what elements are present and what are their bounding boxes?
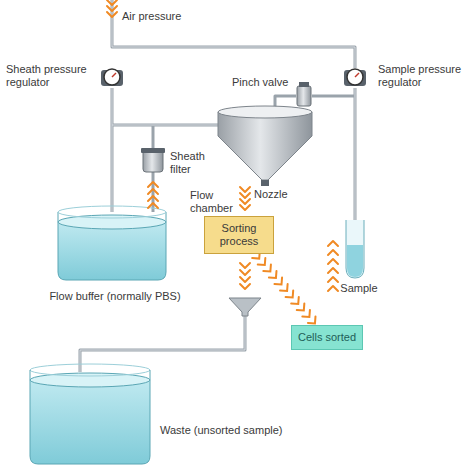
process-box: Sorting process [204, 216, 274, 254]
part-label: Flow buffer (normally PBS) [40, 290, 190, 303]
part-label: Sample [334, 282, 384, 295]
flow-chevron [240, 284, 250, 289]
flow-chevron [240, 187, 250, 192]
flow-chevron [302, 310, 313, 320]
part-label: Sheath pressure regulator [6, 63, 94, 89]
flow-chevron [328, 268, 338, 273]
flow-chevron [258, 258, 269, 268]
pressure-regulator [101, 69, 123, 86]
flow-chevron [240, 263, 250, 268]
part-label: Waste (unsorted sample) [160, 424, 320, 437]
flow-chevron [269, 271, 280, 281]
flow-chevron [148, 189, 158, 194]
flow-chevron [148, 196, 158, 201]
flow-chamber [218, 106, 312, 186]
flow-chevron [107, 6, 117, 11]
buffer-bottle [58, 206, 166, 280]
flow-chevron [328, 259, 338, 264]
flow-chevron [328, 277, 338, 282]
flow-chevron [263, 264, 274, 274]
sample-tube [346, 220, 364, 278]
flow-chevron [148, 182, 158, 187]
flow-chevron [328, 286, 338, 291]
waste-bottle [30, 364, 150, 464]
flow-chevron [286, 290, 297, 300]
flow-chevron [240, 270, 250, 275]
flow-chevron [274, 277, 285, 287]
flow-chevron [328, 250, 338, 255]
node-text: Sorting process [211, 222, 267, 248]
flow-connector [252, 252, 319, 327]
flow-chevron [107, 0, 117, 5]
flow-chevron [240, 205, 250, 210]
flow-chevron [107, 12, 117, 17]
result-box: Cells sorted [291, 325, 363, 350]
flow-chevron [240, 199, 250, 204]
flow-chevron [328, 241, 338, 246]
pressure-regulator [344, 69, 366, 86]
flow-chevron [148, 203, 158, 208]
part-label: Sheath filter [170, 150, 218, 176]
flow-chevron [280, 284, 291, 294]
part-label: Nozzle [254, 188, 304, 201]
pinch-valve [297, 82, 311, 106]
sheath-filter [141, 148, 165, 172]
funnel [229, 298, 261, 316]
flow-chevron [240, 193, 250, 198]
part-label: Sample pressure regulator [378, 63, 470, 89]
flow-chevron [240, 277, 250, 282]
part-label: Air pressure [122, 10, 212, 23]
part-label: Pinch valve [232, 76, 294, 89]
part-label: Flow chamber [190, 189, 238, 215]
flow-chevron [291, 297, 302, 307]
node-text: Cells sorted [298, 331, 356, 344]
flow-chevron [297, 303, 308, 313]
